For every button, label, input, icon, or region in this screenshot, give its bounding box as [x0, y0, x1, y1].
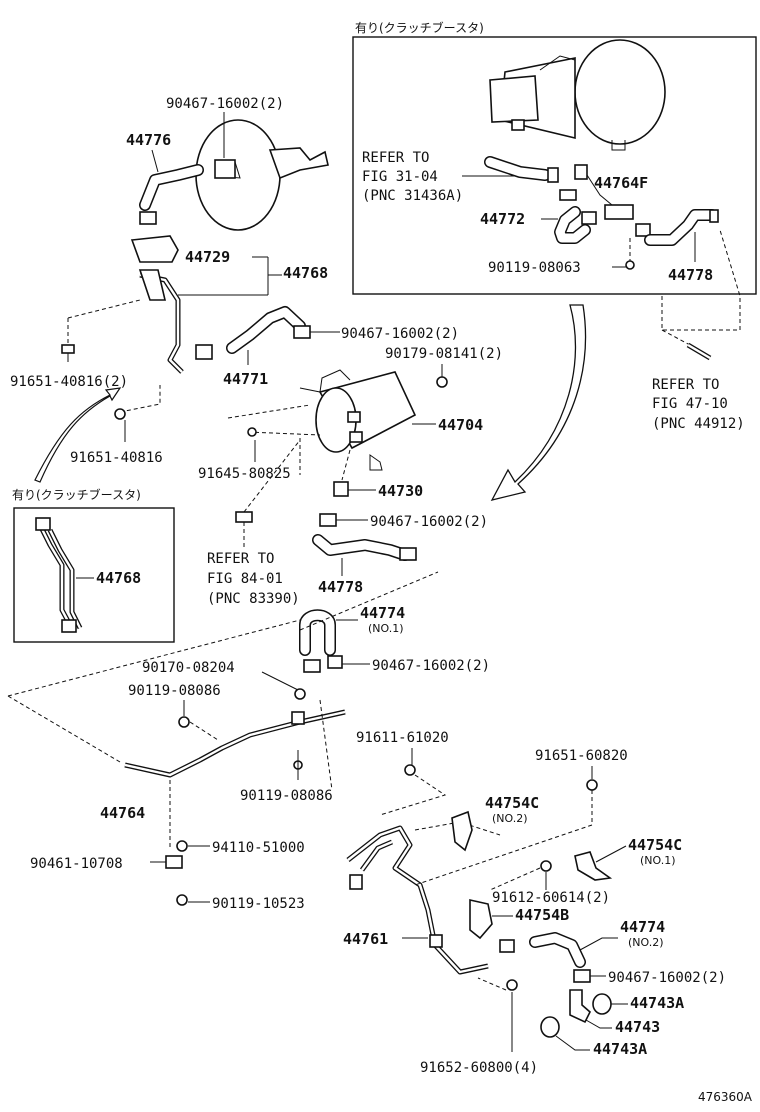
- refer-31-04-line3: (PNC 31436A): [362, 188, 463, 204]
- label-no2-b: (NO.2): [628, 936, 664, 949]
- vacuum-tank-44704: [299, 369, 417, 471]
- label-90467-16002-d: 90467-16002(2): [372, 658, 490, 674]
- label-44771: 44771: [223, 370, 268, 388]
- gasket-44729: [130, 235, 179, 263]
- label-91651-40816: 91651-40816: [70, 450, 163, 466]
- valve-small: [139, 211, 157, 225]
- label-91645-80825: 91645-80825: [198, 466, 291, 482]
- grommet-44743a-bottom: [540, 1016, 560, 1038]
- inset-left-frame: [13, 507, 175, 643]
- refer-84-01-line1: REFER TO: [207, 551, 274, 567]
- refer-47-10-line1: REFER TO: [652, 377, 719, 393]
- label-90170-08204: 90170-08204: [142, 660, 235, 676]
- grommet-44743a-top: [592, 993, 612, 1015]
- label-90119-08063: 90119-08063: [488, 260, 581, 276]
- pipe-44761: [346, 825, 489, 975]
- label-44743A-b: 44743A: [593, 1040, 647, 1058]
- label-91612-60614: 91612-60614(2): [492, 890, 610, 906]
- label-44764: 44764: [100, 804, 145, 822]
- label-91611-61020: 91611-61020: [356, 730, 449, 746]
- refer-84-01-line3: (PNC 83390): [207, 591, 300, 607]
- label-90467-16002-e: 90467-16002(2): [608, 970, 726, 986]
- label-no1-b: (NO.1): [640, 854, 676, 867]
- label-44704: 44704: [438, 416, 483, 434]
- label-90119-08086-b: 90119-08086: [240, 788, 333, 804]
- brake-booster-upper: [195, 119, 329, 231]
- label-90467-16002-c: 90467-16002(2): [370, 514, 488, 530]
- label-90467-16002-top: 90467-16002(2): [166, 96, 284, 112]
- pipe-44764: [124, 709, 346, 778]
- label-44768: 44768: [283, 264, 328, 282]
- label-44761: 44761: [343, 930, 388, 948]
- label-91651-40816-2: 91651-40816(2): [10, 374, 128, 390]
- refer-31-04-line2: FIG 31-04: [362, 169, 438, 185]
- label-44754B: 44754B: [515, 906, 569, 924]
- refer-31-04-line1: REFER TO: [362, 150, 429, 166]
- label-44730: 44730: [378, 482, 423, 500]
- clamp-44754c-no2: [451, 810, 473, 852]
- label-44764F: 44764F: [594, 174, 648, 192]
- curved-arrow-left: [34, 387, 122, 483]
- clutch-booster-drawing: [489, 39, 666, 151]
- label-44774-no1: 44774: [360, 604, 405, 622]
- label-90467-16002-b: 90467-16002(2): [341, 326, 459, 342]
- label-91651-60820: 91651-60820: [535, 748, 628, 764]
- label-91652-60800: 91652-60800(4): [420, 1060, 538, 1076]
- valve-44743: [569, 989, 591, 1024]
- inset-top-frame: [352, 36, 757, 295]
- label-90119-08086-a: 90119-08086: [128, 683, 221, 699]
- curved-arrow-right: [490, 304, 587, 501]
- label-90119-10523: 90119-10523: [212, 896, 305, 912]
- refer-47-10-line3: (PNC 44912): [652, 416, 745, 432]
- label-44743A-a: 44743A: [630, 994, 684, 1012]
- label-44768-inset: 44768: [96, 569, 141, 587]
- inset-left-heading: 有り(クラッチブースタ): [12, 487, 141, 502]
- inset-clutch-booster-left: 有り(クラッチブースタ) 44768: [12, 487, 175, 643]
- label-44729: 44729: [185, 248, 230, 266]
- label-no2-a: (NO.2): [492, 812, 528, 825]
- label-44778-top: 44778: [668, 266, 713, 284]
- label-44754C-a: 44754C: [485, 794, 539, 812]
- inset-clutch-booster-top: 有り(クラッチブースタ) REFER TO FIG 31-04 (PNC 314…: [352, 20, 757, 295]
- refer-47-10-line2: FIG 47-10: [652, 396, 728, 412]
- refer-84-01-line2: FIG 84-01: [207, 571, 283, 587]
- check-valve-44764f: [547, 164, 651, 237]
- clamp-44754c-no1: [574, 851, 613, 881]
- label-no1: (NO.1): [368, 622, 404, 635]
- inset-top-heading: 有り(クラッチブースタ): [355, 20, 484, 35]
- label-44743: 44743: [615, 1018, 660, 1036]
- label-44778: 44778: [318, 578, 363, 596]
- label-90179-08141: 90179-08141(2): [385, 346, 503, 362]
- figure-number: 476360A: [698, 1090, 753, 1104]
- label-90461-10708: 90461-10708: [30, 856, 123, 872]
- label-94110-51000: 94110-51000: [212, 840, 305, 856]
- clamp-44754b: [469, 899, 493, 940]
- label-44776: 44776: [126, 131, 171, 149]
- label-44772: 44772: [480, 210, 525, 228]
- label-44774-no2: 44774: [620, 918, 665, 936]
- label-44754C-b: 44754C: [628, 836, 682, 854]
